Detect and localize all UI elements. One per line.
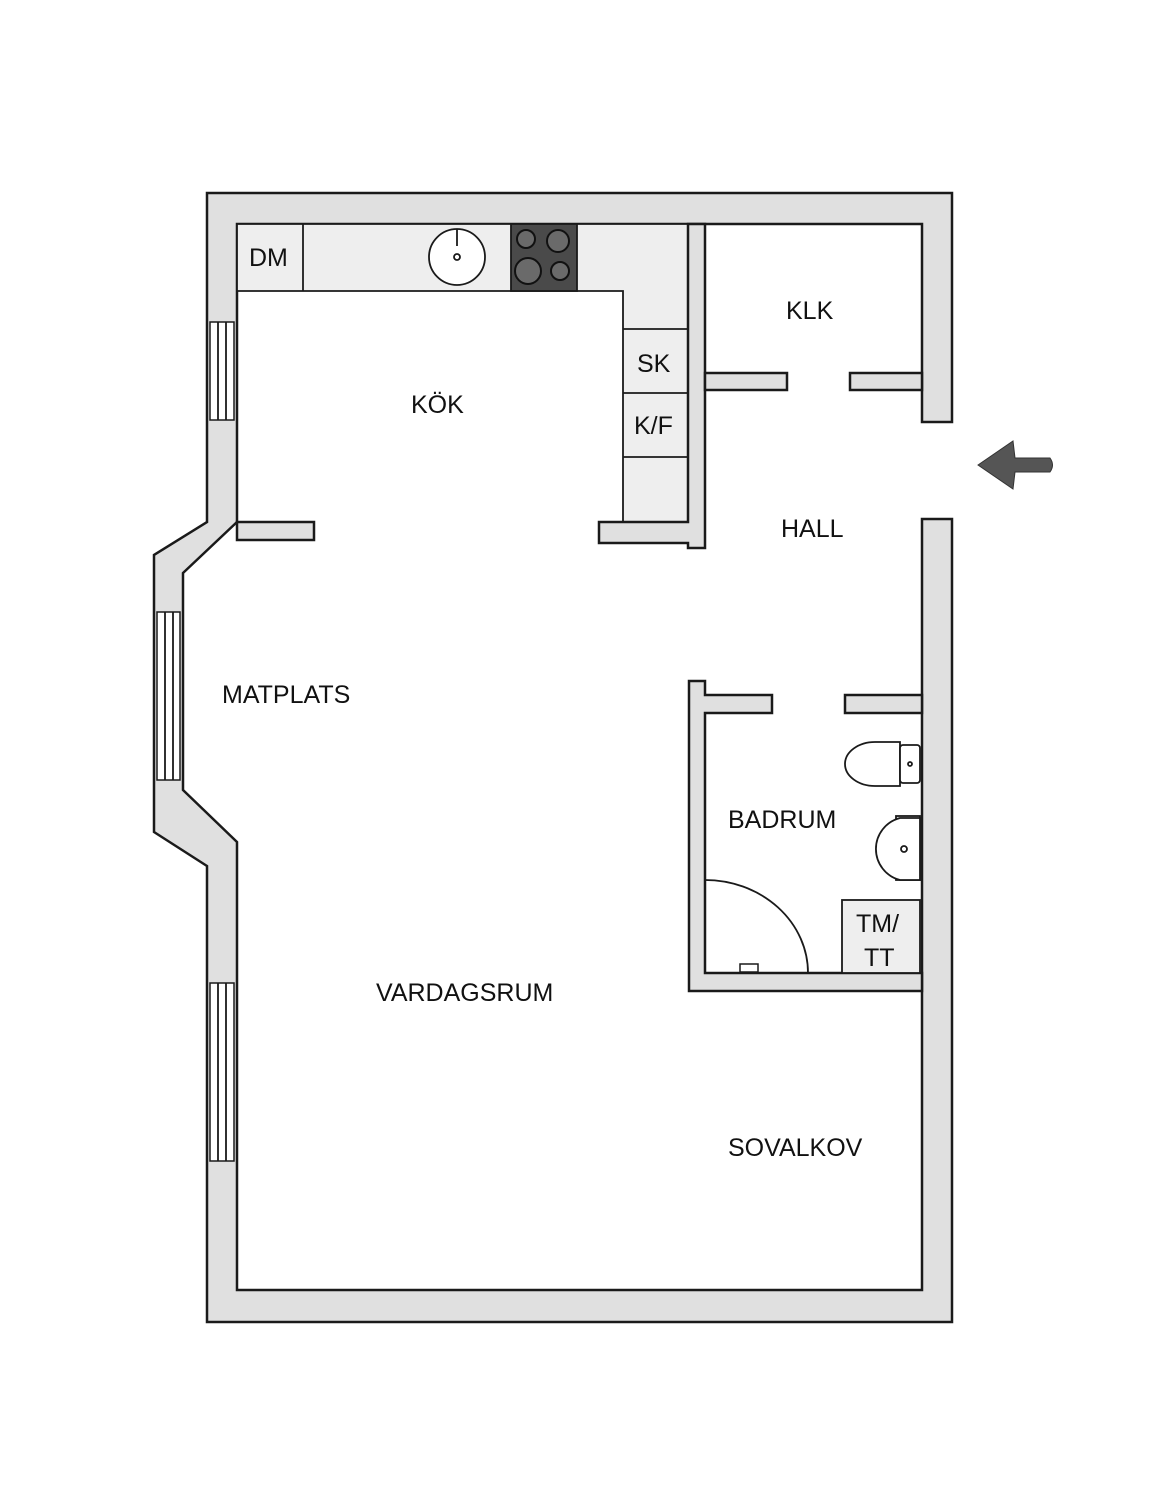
room-label-kok: KÖK [411,391,464,419]
stove-icon [510,223,578,292]
window-kitchen [209,321,235,421]
window-vardagsrum [209,982,235,1162]
shower-icon [704,879,809,974]
wall-klk-right [848,371,924,392]
window-matplats [156,611,181,781]
wall-bathroom [687,679,924,993]
fixture-label-tm: TM/ [856,910,899,938]
tm-tt-fixture [841,899,921,974]
washbasin-icon [875,815,921,881]
sink-icon [428,228,486,286]
fixture-label-kf: K/F [634,412,673,440]
room-label-matplats: MATPLATS [222,681,350,709]
toilet-icon [844,741,921,787]
entrance-arrow-icon [977,440,1053,490]
room-label-klk: KLK [786,297,834,325]
room-label-vardagsrum: VARDAGSRUM [376,979,553,1007]
wall-kitchen-hall [597,222,707,550]
fixture-label-dm: DM [249,244,288,272]
fixture-label-sk: SK [637,350,671,378]
room-label-badrum: BADRUM [728,806,836,834]
wall-bathroom-top-right [843,693,924,715]
room-label-hall: HALL [781,515,844,543]
fixture-label-tt: TT [864,944,895,972]
outer-walls [152,191,954,1324]
wall-kitchen-stub [235,520,316,542]
room-label-sovalkov: SOVALKOV [728,1134,863,1162]
wall-klk-left [703,371,789,392]
